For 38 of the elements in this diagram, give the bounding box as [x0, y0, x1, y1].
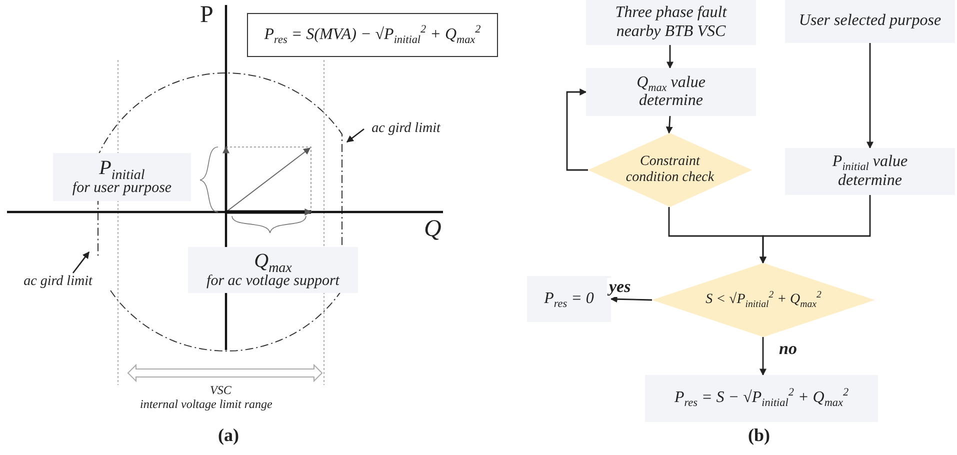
range-label: internal voltage limit range — [140, 397, 272, 412]
node-text: Three phase fault nearby BTB VSC — [614, 4, 728, 41]
edge-label: yes — [607, 278, 633, 297]
panel-label: (a) — [218, 425, 239, 446]
arrow — [760, 337, 766, 376]
node-subtext: for user purpose — [72, 180, 172, 198]
node-text: Q$_{max}$ — [254, 250, 292, 273]
node-text: Constraint condition check — [624, 154, 716, 186]
label-box — [53, 153, 191, 201]
callout-label: ac gird limit — [364, 120, 448, 138]
arrow — [666, 116, 673, 134]
node-text: Q$_{max}$ value determine — [636, 74, 706, 110]
arrow — [666, 45, 674, 69]
arrow — [566, 88, 588, 171]
label-box — [188, 247, 358, 293]
leader-arrow — [346, 128, 364, 143]
axis-label: P — [200, 2, 214, 29]
process-box — [645, 375, 878, 422]
arrow — [866, 43, 874, 149]
panel-label: (b) — [748, 425, 770, 446]
formula-box — [247, 13, 498, 57]
node-text: User selected purpose — [798, 12, 942, 31]
range-label: VSC — [210, 383, 232, 398]
node-text: P$_{initial}$ — [99, 156, 145, 180]
arrow — [610, 296, 652, 303]
process-box — [785, 148, 955, 195]
node-text: P$_{initial}$ value determine — [831, 153, 909, 190]
arrow — [760, 195, 871, 264]
process-box — [586, 68, 756, 116]
leader-arrow — [72, 251, 90, 274]
callout-label: ac gird limit — [15, 273, 101, 291]
node-text: P$_{res}$ = 0 — [544, 290, 594, 308]
process-box — [785, 0, 955, 43]
decision-diamond — [588, 133, 752, 207]
process-box — [586, 0, 756, 45]
decision-diamond — [652, 263, 875, 337]
node-subtext: for ac votlage support — [206, 272, 340, 290]
axis-label: Q — [424, 216, 442, 243]
